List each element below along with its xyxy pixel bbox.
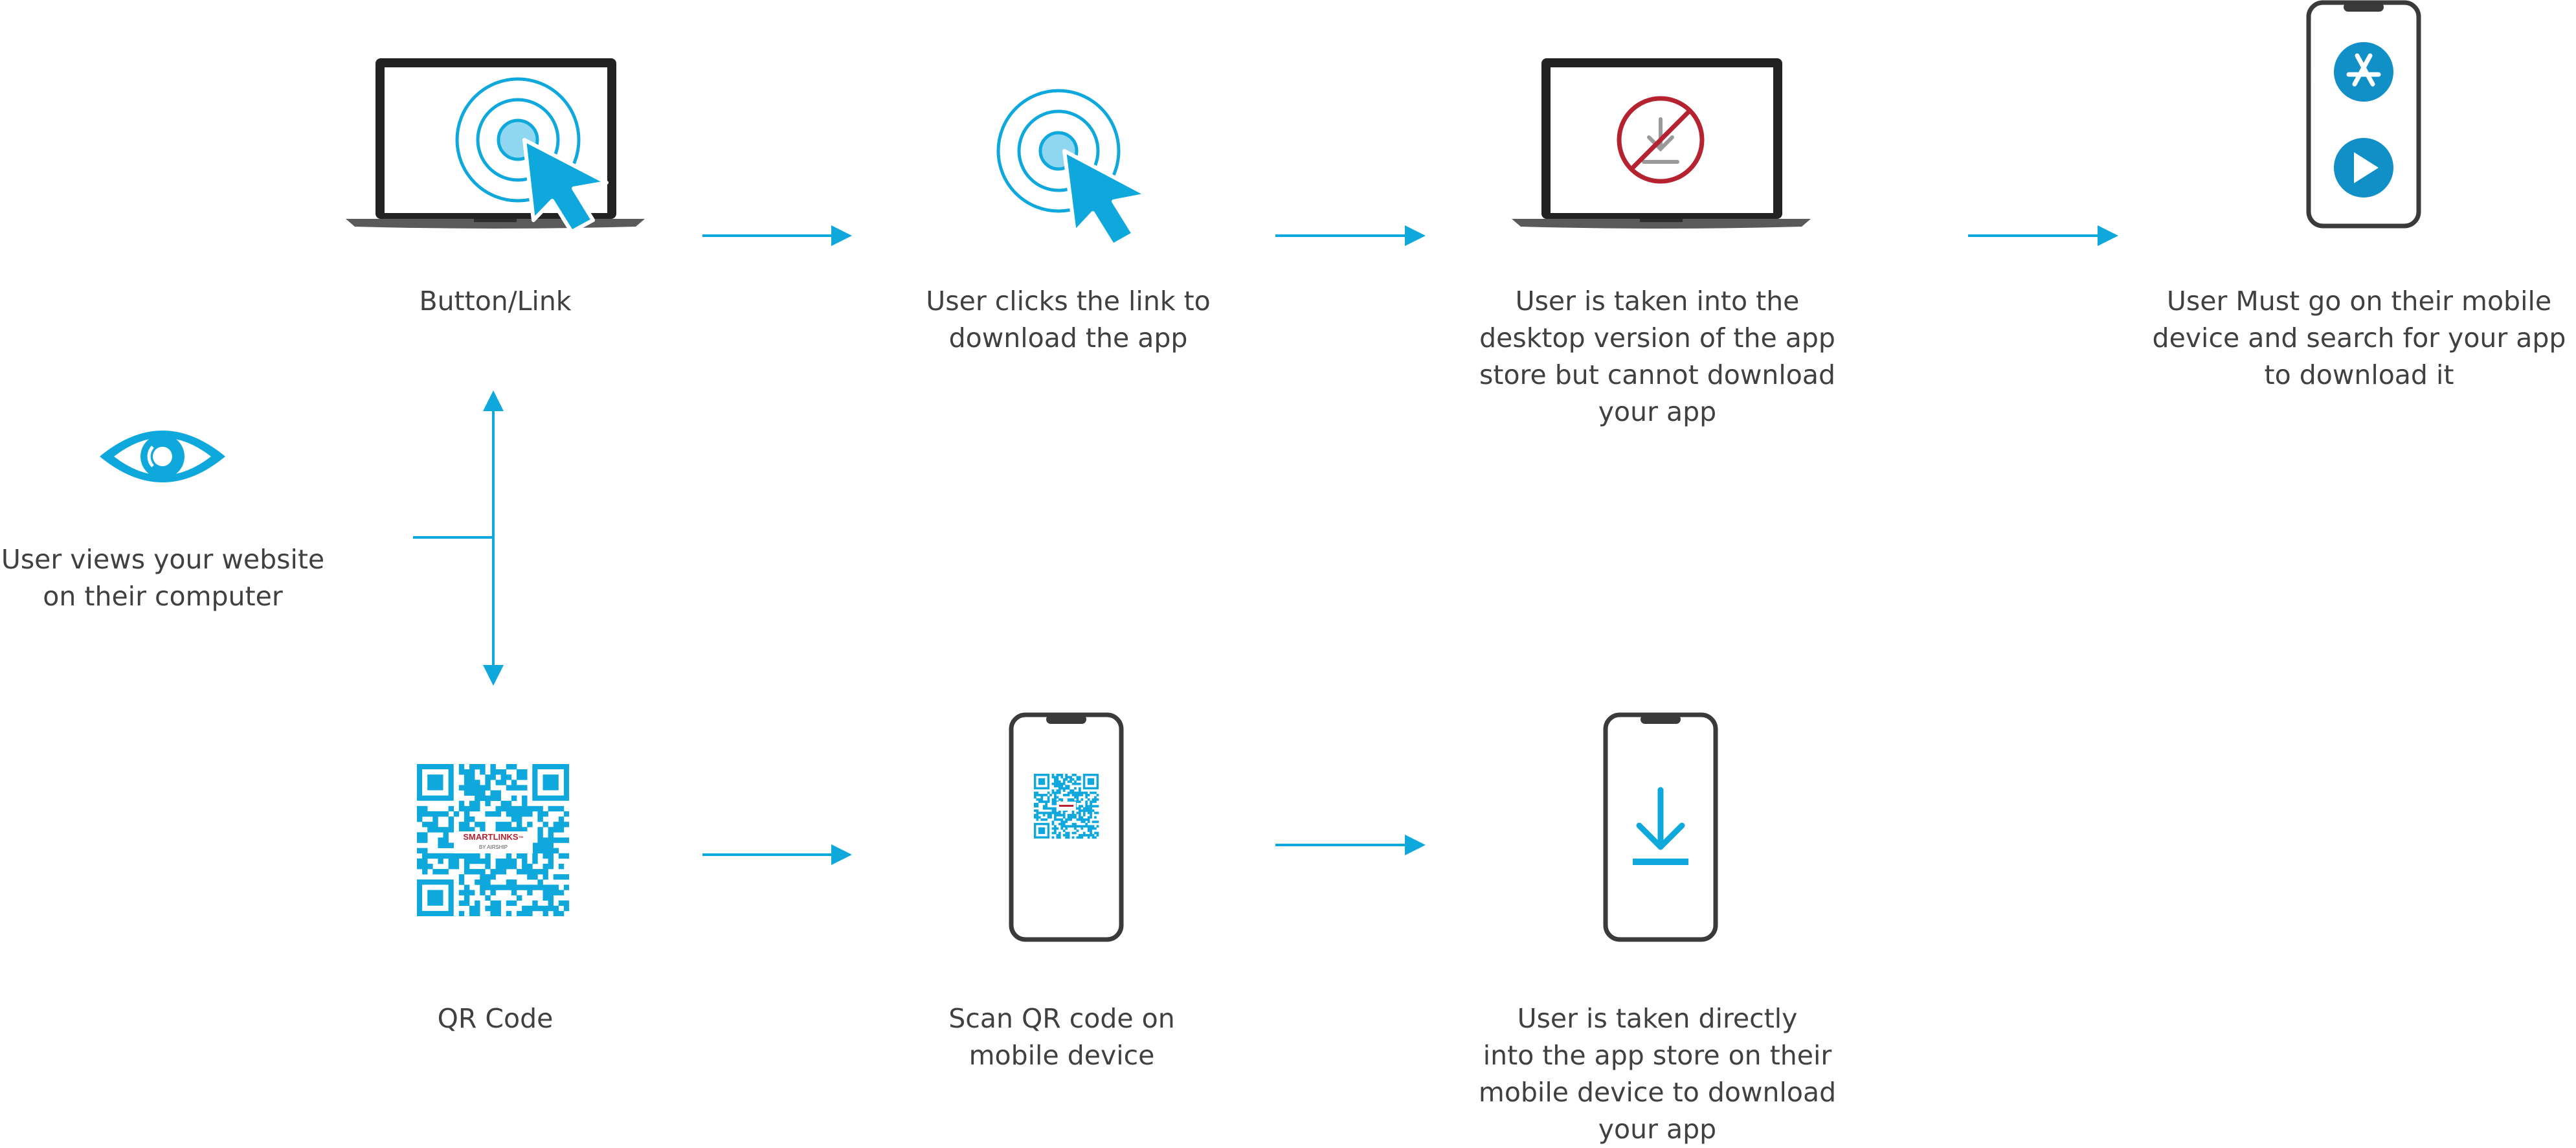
label-qr-code: QR Code xyxy=(437,1003,554,1034)
qr-byline: BY AIRSHIP xyxy=(478,844,508,850)
laptop-no-download-icon xyxy=(1510,57,1812,231)
qr-code-icon xyxy=(417,764,569,916)
eye-icon xyxy=(97,418,228,495)
laptop-click-icon xyxy=(344,57,646,231)
label-direct-store: User is taken directly into the app stor… xyxy=(1478,1003,1837,1145)
qr-brand-text: SMARTLINKS xyxy=(463,832,519,842)
phone-app-stores-icon xyxy=(2306,0,2421,229)
qr-brand-label: SMARTLINKS™ BY AIRSHIP xyxy=(454,831,533,853)
phone-download-icon xyxy=(1603,712,1718,942)
phone-qr-icon xyxy=(1009,712,1124,942)
label-mobile-search: User Must go on their mobile device and … xyxy=(2152,286,2566,390)
label-button-link: Button/Link xyxy=(419,286,572,317)
label-user-clicks-link: User clicks the link to download the app xyxy=(926,286,1211,354)
qr-brand-tm: ™ xyxy=(518,835,524,841)
label-scan-qr: Scan QR code on mobile device xyxy=(948,1003,1175,1071)
label-desktop-store: User is taken into the desktop version o… xyxy=(1479,286,1835,427)
cursor-click-icon xyxy=(992,86,1150,248)
label-user-views-website: User views your website on their compute… xyxy=(1,544,325,612)
mini-qr-code xyxy=(1034,774,1099,839)
